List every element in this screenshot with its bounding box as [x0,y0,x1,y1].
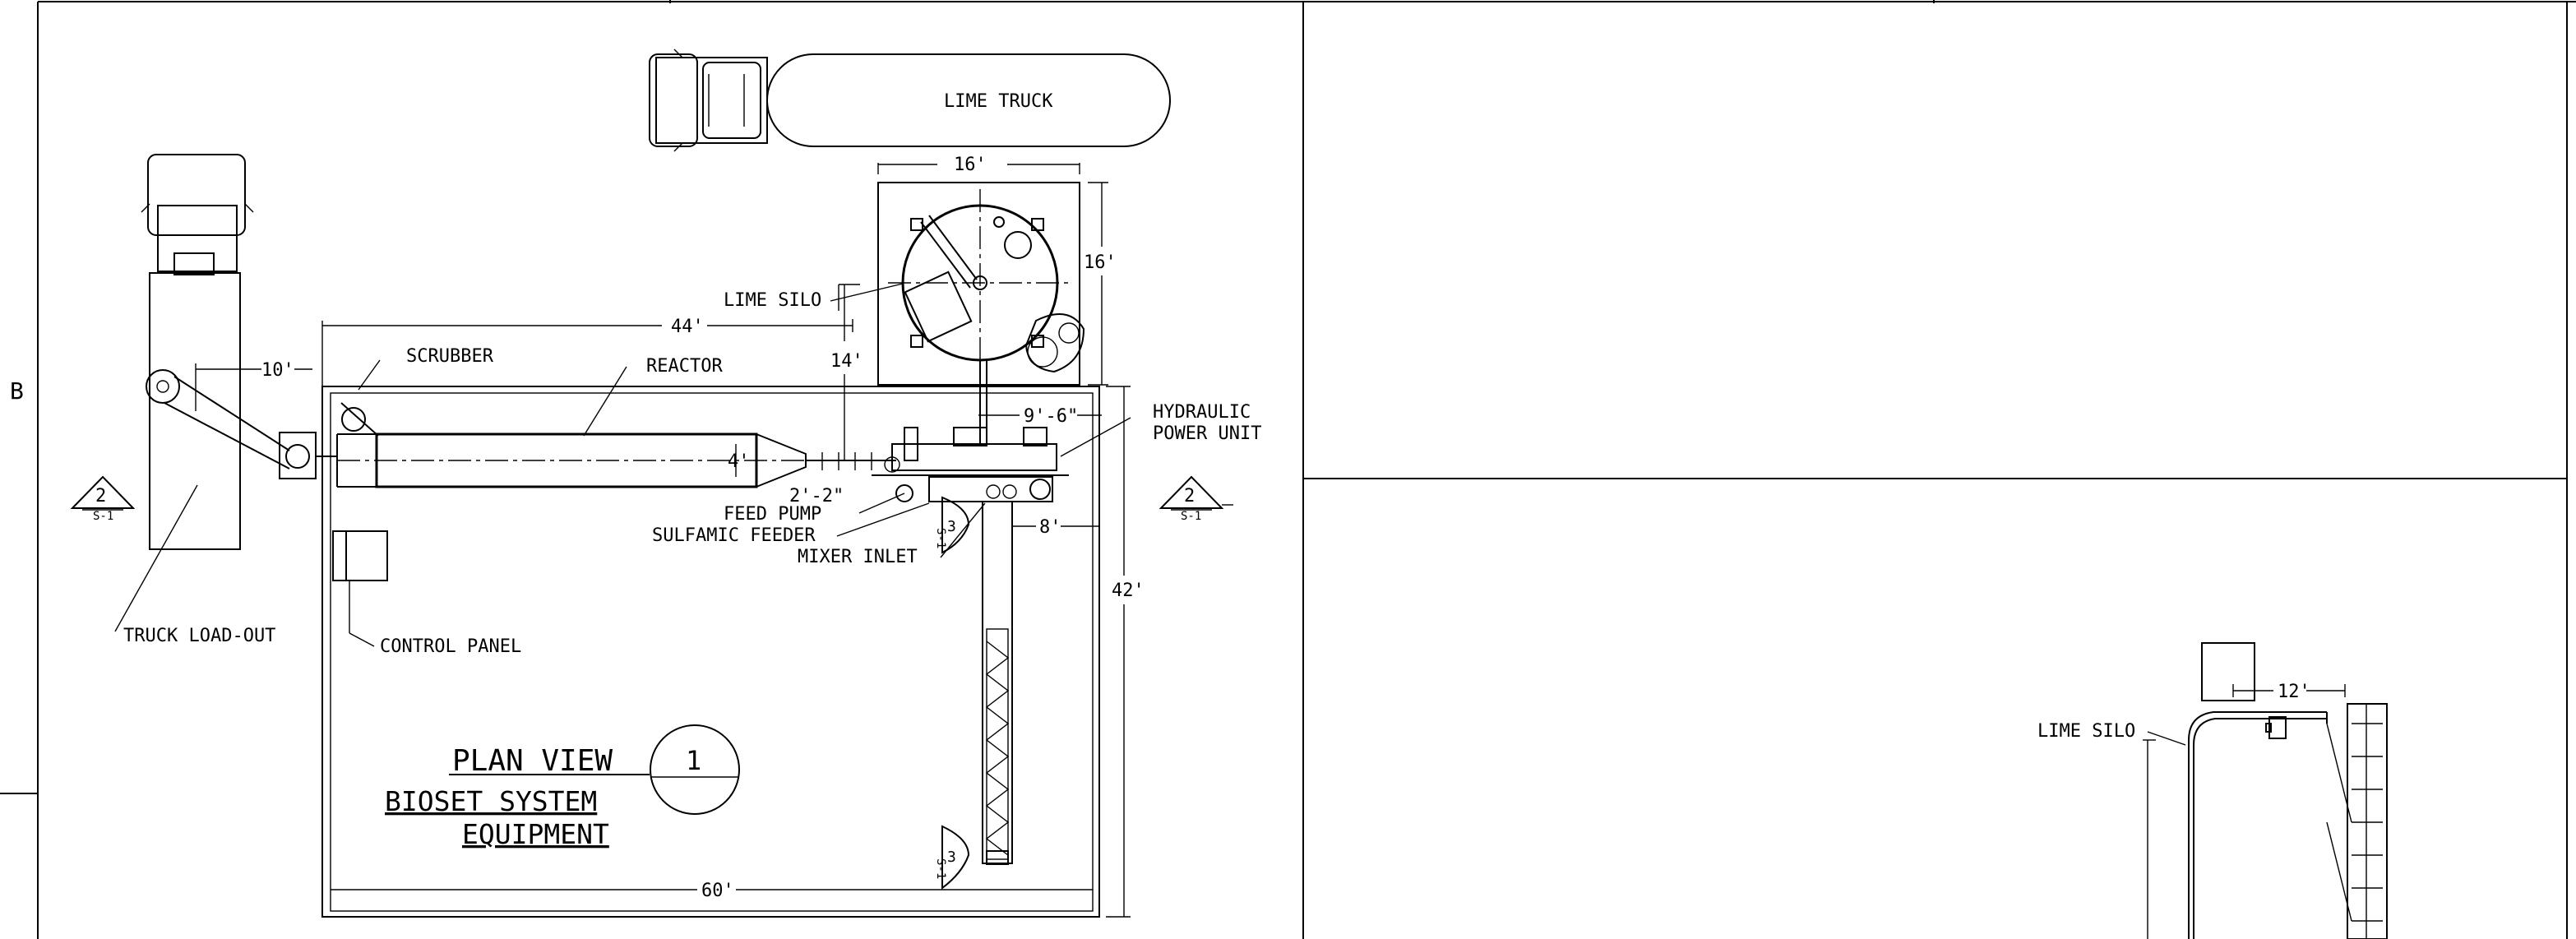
section-marker-right-sheet: S-1 [1181,510,1201,523]
feed-pump-label: FEED PUMP [724,504,821,525]
mixer-conveyor [982,501,1013,865]
section-marker-right [1159,475,1233,511]
dim-pad-width: 60' [701,881,734,901]
dim-truck-offset: 10' [261,360,294,381]
section-marker-bottom-number: 3 [947,849,956,866]
hydraulic-label-2: POWER UNIT [1153,423,1261,444]
section-marker-left-sheet: S-1 [93,510,113,523]
elevation-lime-silo-label: LIME SILO [2037,721,2135,742]
lime-truck [649,49,1171,152]
dim-feed-pump: 2'-2" [789,486,844,507]
reactor-label: REACTOR [646,356,723,377]
section-marker-left [70,475,136,511]
plan-view-subtitle-1: BIOSET SYSTEM [385,785,597,817]
scrubber [279,402,379,479]
leader-lines [114,283,1131,632]
dim-silo-width: 16' [954,155,987,175]
section-marker-bottom-sheet: S-1 [934,858,947,879]
section-marker-bottom [941,825,970,890]
section-marker-mid-number: 3 [947,518,956,535]
control-panel [332,530,388,647]
hydraulic-label-1: HYDRAULIC [1153,402,1251,423]
dim-mixer-offset: 8' [1039,517,1061,538]
plan-view-number: 1 [686,745,701,776]
scrubber-label: SCRUBBER [406,346,494,367]
reactor [336,432,896,488]
section-marker-left-number: 2 [95,486,106,507]
plan-view-title [449,724,740,815]
mixer-inlet-label: MIXER INLET [798,547,918,567]
hydraulic-power-unit [872,427,1069,502]
plan-view-subtitle-2: EQUIPMENT [462,818,609,850]
plan-view-title-text: PLAN VIEW [452,744,613,778]
silo-dimensions [839,163,1108,460]
dim-silo-offset: 14' [830,351,863,372]
lime-silo-label: LIME SILO [724,290,821,311]
equipment-pad [321,386,1100,918]
dim-reactor-dia: 4' [728,451,750,472]
pad-dimensions [321,319,1131,918]
dim-elev-width: 12' [2278,682,2310,702]
section-marker-mid-sheet: S-1 [934,528,947,548]
control-panel-label: CONTROL PANEL [380,636,521,657]
truck-load-out [141,154,312,550]
lime-truck-label: LIME TRUCK [944,91,1053,112]
section-marker-mid [941,496,970,554]
truck-load-out-label: TRUCK LOAD-OUT [123,626,275,646]
lime-silo-plan [877,182,1085,444]
dim-hpu-offset: 9'-6" [1024,406,1078,427]
dim-silo-depth: 16' [1084,252,1117,273]
dim-pad-depth: 42' [1112,581,1145,601]
sulfamic-feeder-label: SULFAMIC FEEDER [652,525,816,546]
section-marker-right-number: 2 [1184,486,1195,507]
dim-overall-width: 44' [671,317,704,337]
grid-row-label: B [10,377,24,405]
lime-silo-elevation [2143,642,2388,939]
